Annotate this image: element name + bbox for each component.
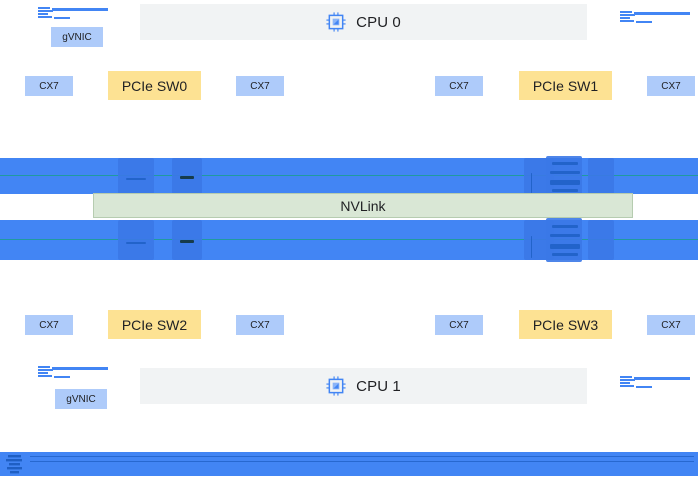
nvlink-box[interactable]: NVLink [93,193,633,218]
pcie-sw1-label: PCIe SW1 [532,77,599,94]
nic-connector-top-left-icon [38,6,108,24]
chip-icon [326,376,346,396]
gpu-band-upper [0,156,698,196]
pcie-sw3-label: PCIe SW3 [532,316,599,333]
cx7-nic-0-box[interactable]: CX7 [25,76,73,96]
nic-connector-top-right-icon [620,10,690,28]
cx7-nic-5-label: CX7 [250,319,270,331]
cx7-nic-6-label: CX7 [449,319,469,331]
nvlink-label: NVLink [340,197,386,214]
gvnic-top-label: gVNIC [62,31,92,43]
cpu-0-box[interactable]: CPU 0 [140,4,587,40]
nic-connector-bottom-left-icon [38,365,108,383]
pcie-sw0-label: PCIe SW0 [121,77,188,94]
pcie-sw2-box[interactable]: PCIe SW2 [108,310,201,339]
cx7-nic-4-box[interactable]: CX7 [25,315,73,335]
pcie-sw0-box[interactable]: PCIe SW0 [108,71,201,100]
gvnic-top-box[interactable]: gVNIC [51,27,103,47]
cx7-nic-1-label: CX7 [250,80,270,92]
cx7-nic-4-label: CX7 [39,319,59,331]
cx7-nic-6-box[interactable]: CX7 [435,315,483,335]
nic-connector-bottom-right-icon [620,375,690,393]
gpu-band-lower [0,218,698,262]
gvnic-bottom-box[interactable]: gVNIC [55,389,107,409]
pcie-sw1-box[interactable]: PCIe SW1 [519,71,612,100]
pcie-sw2-label: PCIe SW2 [121,316,188,333]
chip-icon [326,12,346,32]
cx7-nic-7-label: CX7 [661,319,681,331]
cx7-nic-2-label: CX7 [449,80,469,92]
cx7-nic-2-box[interactable]: CX7 [435,76,483,96]
cx7-nic-0-label: CX7 [39,80,59,92]
cpu-0-label: CPU 0 [356,13,401,31]
cx7-nic-3-label: CX7 [661,80,681,92]
network-icon [6,454,24,474]
cx7-nic-3-box[interactable]: CX7 [647,76,695,96]
network-fabric-bar [0,452,698,476]
gvnic-bottom-label: gVNIC [66,393,96,405]
cx7-nic-5-box[interactable]: CX7 [236,315,284,335]
pcie-sw3-box[interactable]: PCIe SW3 [519,310,612,339]
cpu-1-label: CPU 1 [356,377,401,395]
cpu-1-box[interactable]: CPU 1 [140,368,587,404]
cx7-nic-1-box[interactable]: CX7 [236,76,284,96]
cx7-nic-7-box[interactable]: CX7 [647,315,695,335]
